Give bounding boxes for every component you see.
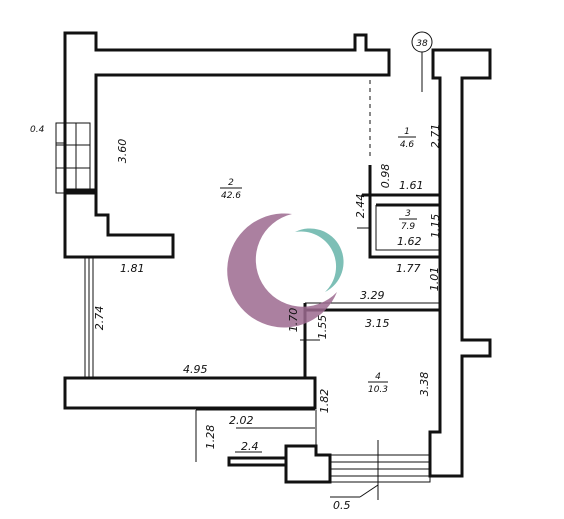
dim-1-77: 1.77 — [396, 262, 421, 275]
dim-2-44: 2.44 — [354, 194, 367, 219]
dim-1-70: 1.70 — [287, 308, 300, 333]
window-stair-left — [55, 122, 91, 194]
partition-room3-inner — [375, 205, 440, 251]
dim-1-55: 1.55 — [316, 315, 329, 340]
dim-1-01: 1.01 — [428, 267, 441, 292]
dim-2-71: 2.71 — [429, 124, 442, 149]
dim-1-82: 1.82 — [318, 389, 331, 414]
axis-marker-label: 38 — [416, 39, 428, 49]
dim-1-81: 1.81 — [120, 262, 145, 275]
walls — [63, 31, 492, 484]
left-wall-block — [63, 191, 175, 259]
dim-3-38: 3.38 — [418, 372, 431, 397]
dim-1-15: 1.15 — [429, 214, 442, 239]
entrance-wall — [284, 444, 332, 484]
dim-0-5: 0.5 — [333, 499, 351, 512]
room-4-area: 10.3 — [368, 385, 388, 395]
right-outer-wall — [428, 48, 492, 478]
room-3-number: 3 — [405, 209, 411, 219]
dim-0-4: 0.4 — [30, 125, 45, 135]
dim-2-74: 2.74 — [93, 306, 106, 331]
entrance-steps — [329, 440, 431, 500]
top-left-wall — [63, 31, 391, 192]
room-4-number: 4 — [375, 372, 381, 382]
axis-marker: 38 — [411, 31, 433, 92]
bottom-wall — [63, 376, 317, 410]
dim-2-02: 2.02 — [229, 414, 254, 427]
dimension-labels: 0.4 3.60 2.71 0.98 1.61 2.44 1.15 1.62 1… — [30, 124, 442, 512]
dim-3-60: 3.60 — [116, 139, 129, 164]
dim-2-4: 2.4 — [241, 440, 259, 453]
dimension-lines — [56, 142, 379, 498]
watermark-logo — [227, 213, 344, 328]
room-labels: 2 42.6 1 4.6 3 7.9 4 10.3 — [220, 127, 417, 395]
room-2-area: 42.6 — [221, 191, 241, 201]
room-1-number: 1 — [404, 127, 410, 137]
dim-3-29: 3.29 — [360, 289, 385, 302]
window-left — [84, 257, 94, 378]
dim-0-98: 0.98 — [379, 164, 392, 189]
room-2-number: 2 — [228, 178, 234, 188]
entrance-step-slab — [227, 456, 288, 467]
partitions — [303, 80, 440, 378]
dim-1-62: 1.62 — [397, 235, 422, 248]
dim-1-28: 1.28 — [204, 425, 217, 450]
room-3-area: 7.9 — [401, 222, 416, 232]
dim-1-61: 1.61 — [399, 179, 424, 192]
room-1-area: 4.6 — [400, 140, 415, 150]
dim-4-95: 4.95 — [183, 363, 208, 376]
dim-3-15: 3.15 — [365, 317, 390, 330]
